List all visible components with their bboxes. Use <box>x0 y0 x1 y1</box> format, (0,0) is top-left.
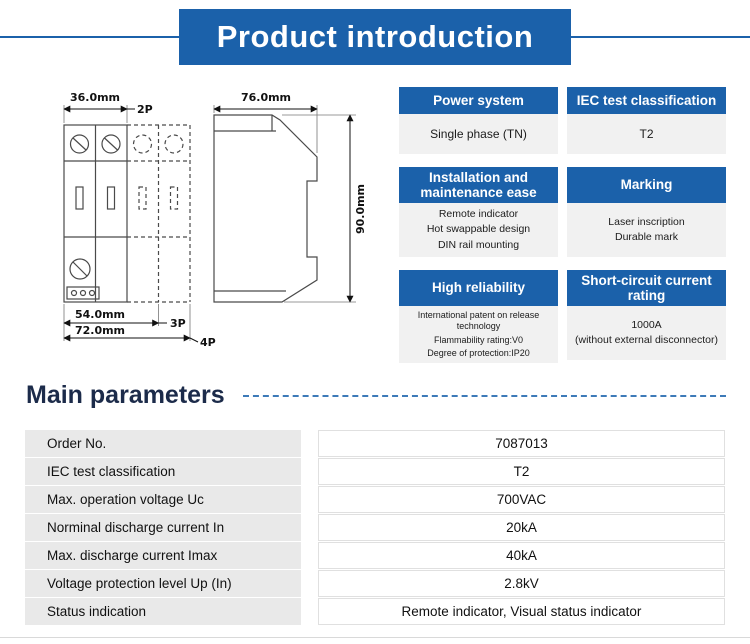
feature-line: International patent on release technolo… <box>417 310 540 332</box>
front-view-outline <box>63 124 128 303</box>
table-row: Voltage protection level Up (In) 2.8kV <box>25 570 725 597</box>
param-label: IEC test classification <box>25 458 301 485</box>
feature-title: IEC test classification <box>567 87 726 114</box>
feature-body: Single phase (TN) <box>399 114 558 154</box>
parameters-table: Order No. 7087013 IEC test classificatio… <box>25 430 725 625</box>
feature-card-iec-classification: IEC test classification T2 <box>567 87 726 154</box>
feature-body: Remote indicator Hot swappable design DI… <box>399 203 558 257</box>
page-title-banner: Product introduction <box>179 9 571 65</box>
param-label: Voltage protection level Up (In) <box>25 570 301 597</box>
param-value: 40kA <box>318 542 725 569</box>
dim-54mm-label: 54.0mm <box>75 308 125 321</box>
param-value: 7087013 <box>318 430 725 457</box>
feature-card-short-circuit-rating: Short-circuit current rating 1000A (with… <box>567 270 726 363</box>
feature-line: Laser inscription <box>608 215 685 228</box>
section-heading: Main parameters <box>26 381 726 410</box>
table-row: IEC test classification T2 <box>25 458 725 485</box>
dim-36mm-label: 36.0mm <box>70 91 120 104</box>
table-row: Status indication Remote indicator, Visu… <box>25 598 725 625</box>
param-value: 2.8kV <box>318 570 725 597</box>
feature-card-power-system: Power system Single phase (TN) <box>399 87 558 154</box>
dim-72mm-label: 72.0mm <box>75 324 125 337</box>
param-label: Status indication <box>25 598 301 625</box>
feature-title: Installation and maintenance ease <box>399 167 558 203</box>
param-value: T2 <box>318 458 725 485</box>
feature-line: Single phase (TN) <box>430 126 527 141</box>
dim-36mm: 36.0mm 2P <box>63 91 153 123</box>
table-row: Order No. 7087013 <box>25 430 725 457</box>
param-value: Remote indicator, Visual status indicato… <box>318 598 725 625</box>
product-dimension-diagram: 36.0mm 2P 76.0mm 90.0mm <box>14 87 399 363</box>
label-4p: 4P <box>200 336 216 349</box>
feature-line: (without external disconnector) <box>575 334 718 346</box>
param-value: 20kA <box>318 514 725 541</box>
dim-90mm: 90.0mm <box>282 114 367 303</box>
feature-title: Short-circuit current rating <box>567 270 726 306</box>
table-row: Max. discharge current Imax 40kA <box>25 542 725 569</box>
feature-line: Remote indicator <box>438 208 519 221</box>
feature-title: High reliability <box>399 270 558 306</box>
feature-line: 1000A <box>631 318 662 331</box>
feature-line: Durable mark <box>614 231 679 243</box>
side-view-outline <box>213 114 318 303</box>
section-title: Main parameters <box>26 381 225 409</box>
table-row: Norminal discharge current In 20kA <box>25 514 725 541</box>
feature-title: Marking <box>567 167 726 203</box>
page-bottom-divider <box>0 637 750 638</box>
feature-line: Degree of protection:IP20 <box>427 347 530 358</box>
page-header: Product introduction <box>0 9 750 67</box>
label-2p: 2P <box>137 103 153 116</box>
section-divider <box>242 394 726 397</box>
dim-76mm-label: 76.0mm <box>241 91 291 104</box>
dim-76mm: 76.0mm <box>213 91 318 153</box>
label-3p: 3P <box>170 317 186 330</box>
dimension-drawing-svg: 36.0mm 2P 76.0mm 90.0mm <box>63 91 367 349</box>
feature-title: Power system <box>399 87 558 114</box>
table-row: Max. operation voltage Uc 700VAC <box>25 486 725 513</box>
feature-card-installation: Installation and maintenance ease Remote… <box>399 167 558 257</box>
feature-card-marking: Marking Laser inscription Durable mark <box>567 167 726 257</box>
front-view-extension-dashed <box>127 124 191 303</box>
feature-line: DIN rail mounting <box>437 238 520 251</box>
page-title: Product introduction <box>216 19 534 54</box>
feature-body: International patent on release technolo… <box>399 306 558 363</box>
dim-90mm-label: 90.0mm <box>354 184 367 234</box>
feature-line: Hot swappable design <box>426 223 531 236</box>
feature-body: 1000A (without external disconnector) <box>567 306 726 360</box>
param-label: Max. discharge current Imax <box>25 542 301 569</box>
feature-line: Flammability rating:V0 <box>433 334 524 345</box>
dim-54mm-72mm: 54.0mm 3P 72.0mm 4P <box>63 304 216 349</box>
param-label: Norminal discharge current In <box>25 514 301 541</box>
feature-line: T2 <box>639 126 654 141</box>
param-label: Order No. <box>25 430 301 457</box>
feature-grid: Power system Single phase (TN) IEC test … <box>399 87 726 363</box>
feature-card-reliability: High reliability International patent on… <box>399 270 558 363</box>
top-section: 36.0mm 2P 76.0mm 90.0mm <box>0 67 750 363</box>
feature-body: Laser inscription Durable mark <box>567 203 726 257</box>
param-value: 700VAC <box>318 486 725 513</box>
feature-body: T2 <box>567 114 726 154</box>
param-label: Max. operation voltage Uc <box>25 486 301 513</box>
